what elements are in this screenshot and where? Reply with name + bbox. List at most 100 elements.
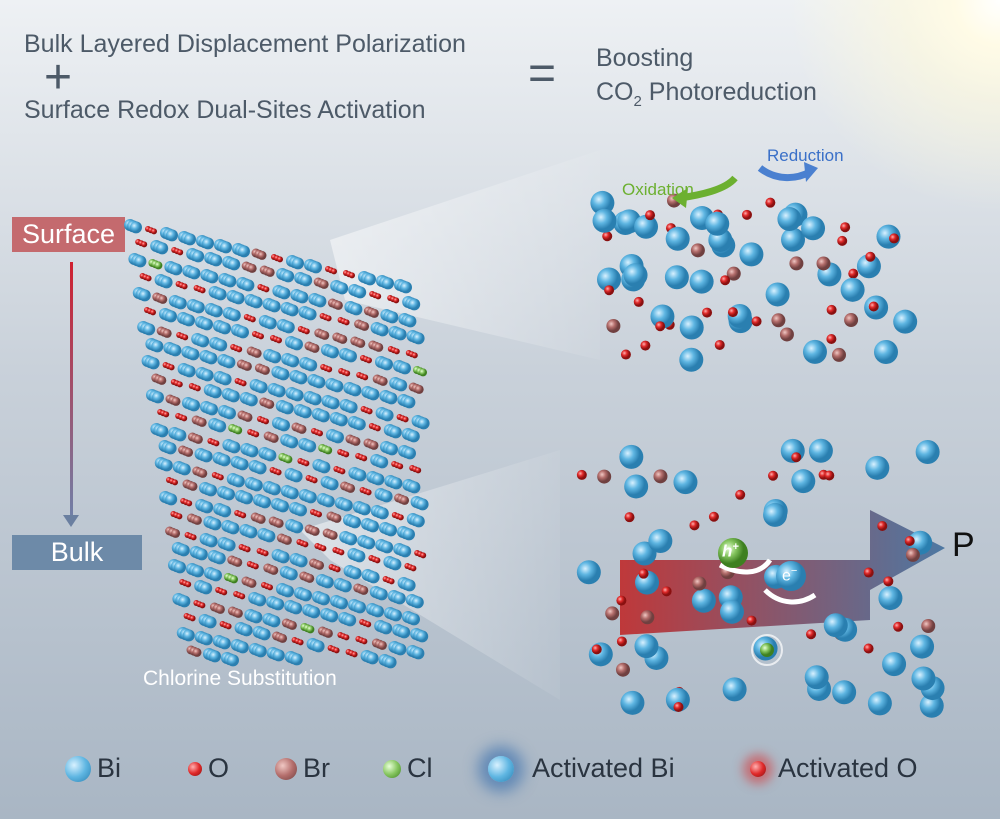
bi-atom (242, 279, 255, 292)
bi-atom (398, 626, 411, 639)
zoom-beam-top (330, 150, 600, 360)
br-atom (400, 495, 410, 505)
bi-atom (310, 261, 322, 274)
o-atom (263, 286, 270, 293)
cl-atom (234, 426, 243, 435)
o-atom (366, 357, 372, 364)
bi-atom (620, 690, 645, 715)
bi-atom (381, 541, 394, 554)
o-atom (633, 296, 644, 307)
o-atom (263, 418, 269, 425)
br-atom (282, 535, 292, 545)
bi-atom (174, 561, 186, 574)
bi-atom (719, 599, 744, 624)
bi-atom (236, 458, 249, 471)
bi-atom (138, 289, 151, 302)
bi-atom (200, 633, 213, 646)
bi-atom (278, 419, 290, 432)
bi-atom (165, 310, 177, 323)
bi-atom (304, 440, 317, 453)
legend-label: Cl (407, 753, 433, 783)
br-atom (233, 608, 243, 618)
bi-atom (304, 308, 317, 321)
bi-atom (367, 520, 379, 533)
br-atom (816, 256, 831, 271)
bi-atom (232, 475, 245, 488)
bi-atom (205, 352, 218, 365)
br-atom (346, 483, 356, 493)
bi-atom (192, 301, 205, 314)
bi-atom (147, 357, 160, 370)
bi-atom (673, 470, 698, 495)
br-atom (328, 530, 338, 540)
br-atom (319, 279, 329, 289)
o-atom (262, 550, 269, 557)
bi-atom (345, 350, 357, 363)
o-atom (865, 251, 876, 262)
br-atom (192, 647, 202, 657)
legend-label: Br (303, 753, 330, 783)
bi-atom (364, 273, 376, 286)
br-atom (605, 606, 620, 621)
br-atom (193, 434, 203, 444)
bi-atom (250, 296, 263, 309)
o-atom (303, 460, 310, 467)
bi-atom (210, 305, 223, 318)
bi-atom (290, 602, 303, 615)
br-atom (188, 481, 198, 491)
bi-atom (204, 616, 217, 629)
bi-atom (345, 401, 358, 414)
br-atom (779, 327, 794, 342)
bi-atom (228, 309, 241, 322)
bi-atom (354, 469, 367, 482)
bi-atom (200, 582, 213, 595)
o-atom (168, 364, 175, 371)
hole-label: h+ (722, 541, 739, 562)
o-atom (240, 512, 247, 519)
bi-atom (184, 233, 196, 246)
o-atom (602, 231, 613, 242)
bi-atom (264, 449, 277, 462)
cl-atom (419, 368, 427, 377)
o-atom (199, 602, 206, 609)
bi-atom (390, 477, 403, 490)
o-atom (661, 586, 672, 597)
bi-atom (309, 393, 322, 406)
br-atom (310, 526, 320, 536)
o-atom (620, 349, 631, 360)
bi-atom (282, 321, 295, 334)
br-atom (256, 514, 266, 524)
o-atom (735, 489, 746, 500)
br-atom (162, 328, 172, 338)
bi-atom (174, 297, 187, 310)
electron-text: e (782, 567, 791, 585)
br-atom (247, 263, 257, 273)
bi-atom (202, 237, 214, 250)
bi-atom (376, 324, 389, 337)
o-atom (239, 593, 246, 600)
bi-atom (238, 245, 250, 258)
bi-atom (201, 318, 213, 331)
br-atom (414, 384, 424, 394)
o-atom (624, 512, 635, 523)
title-line-2: Surface Redox Dual-Sites Activation (24, 96, 426, 124)
legend-activated-bi: Activated Bi (488, 753, 675, 784)
o-atom (176, 381, 183, 388)
bi-atom (304, 491, 317, 504)
bi-atom (201, 501, 214, 514)
bi-atom (160, 459, 173, 472)
bi-atom (219, 505, 232, 518)
bi-atom (394, 328, 407, 341)
bi-atom (268, 615, 281, 628)
hole-transfer-arrow (718, 558, 773, 575)
o-atom (176, 513, 183, 520)
bi-atom (403, 579, 416, 592)
bi-atom (327, 346, 339, 359)
bi-atom (781, 227, 806, 252)
bi-atom (417, 417, 430, 430)
bi-atom (380, 490, 393, 503)
o-atom (213, 440, 220, 447)
bi-atom (213, 552, 226, 565)
br-atom (771, 313, 786, 328)
bi-atom (386, 443, 398, 456)
